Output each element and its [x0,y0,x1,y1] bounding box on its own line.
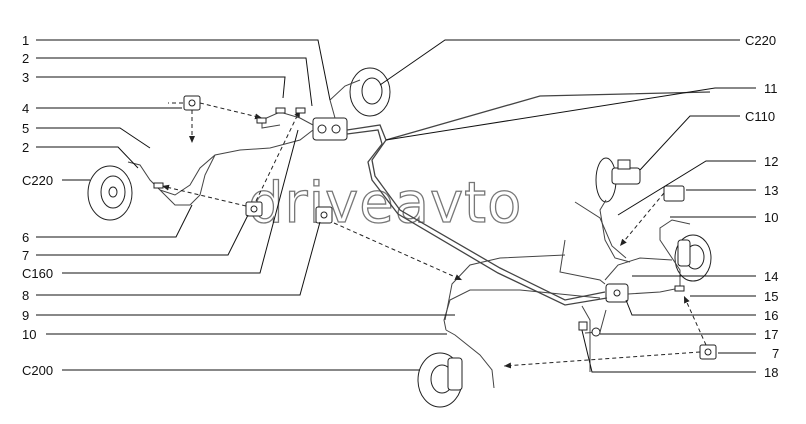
callout-5: 5 [22,121,29,136]
callout-4: 4 [22,101,29,116]
callout-6: 6 [22,230,29,245]
watermark-text: driveavto [248,171,522,236]
callout-2: 2 [22,51,29,66]
bracket-clip-8 [315,206,333,224]
callout-9: 9 [22,308,29,323]
callout-c200: C200 [22,363,53,378]
callout-12: 12 [764,154,778,169]
callout-13: 13 [764,183,778,198]
callout-2-second: 2 [22,140,29,155]
pressure-regulator [312,117,348,141]
callout-10-left: 10 [22,327,36,342]
bracket-clip-4 [183,95,201,111]
callout-1: 1 [22,33,29,48]
rear-right-drum-brake [349,67,391,117]
callout-3: 3 [22,70,29,85]
callouts-left: 1 2 3 4 5 2 C220 6 7 C160 8 9 10 C200 [22,33,53,378]
callout-c160: C160 [22,266,53,281]
callouts-right: C220 11 C110 12 13 10 14 15 16 17 7 18 [745,33,779,380]
callout-18: 18 [764,365,778,380]
callout-15: 15 [764,289,778,304]
bracket-clip-7-left [245,201,263,217]
callout-c110: C110 [745,109,775,124]
callout-11: 11 [764,81,778,96]
callout-16: 16 [764,308,778,323]
bracket-clip-7-right [699,344,717,360]
hose-fittings [153,107,685,337]
front-right-disc-brake [674,234,712,282]
callout-7-left: 7 [22,248,29,263]
leader-lines-right [379,39,756,373]
leader-lines-left [36,39,455,371]
callout-c220-right: C220 [745,33,776,48]
rear-left-drum-brake [87,165,133,221]
bracket-clip-13 [663,185,685,202]
callout-10-right: 10 [764,210,778,225]
callout-7-right: 7 [772,346,779,361]
callout-14: 14 [764,269,778,284]
callout-c220-left: C220 [22,173,53,188]
brake-master-cylinder [595,157,641,203]
callout-8: 8 [22,288,29,303]
front-left-disc-brake [417,352,463,408]
brake-pipes [127,79,711,389]
callout-17: 17 [764,327,778,342]
brake-tee-block [605,283,629,303]
dashed-arrows [161,102,707,369]
